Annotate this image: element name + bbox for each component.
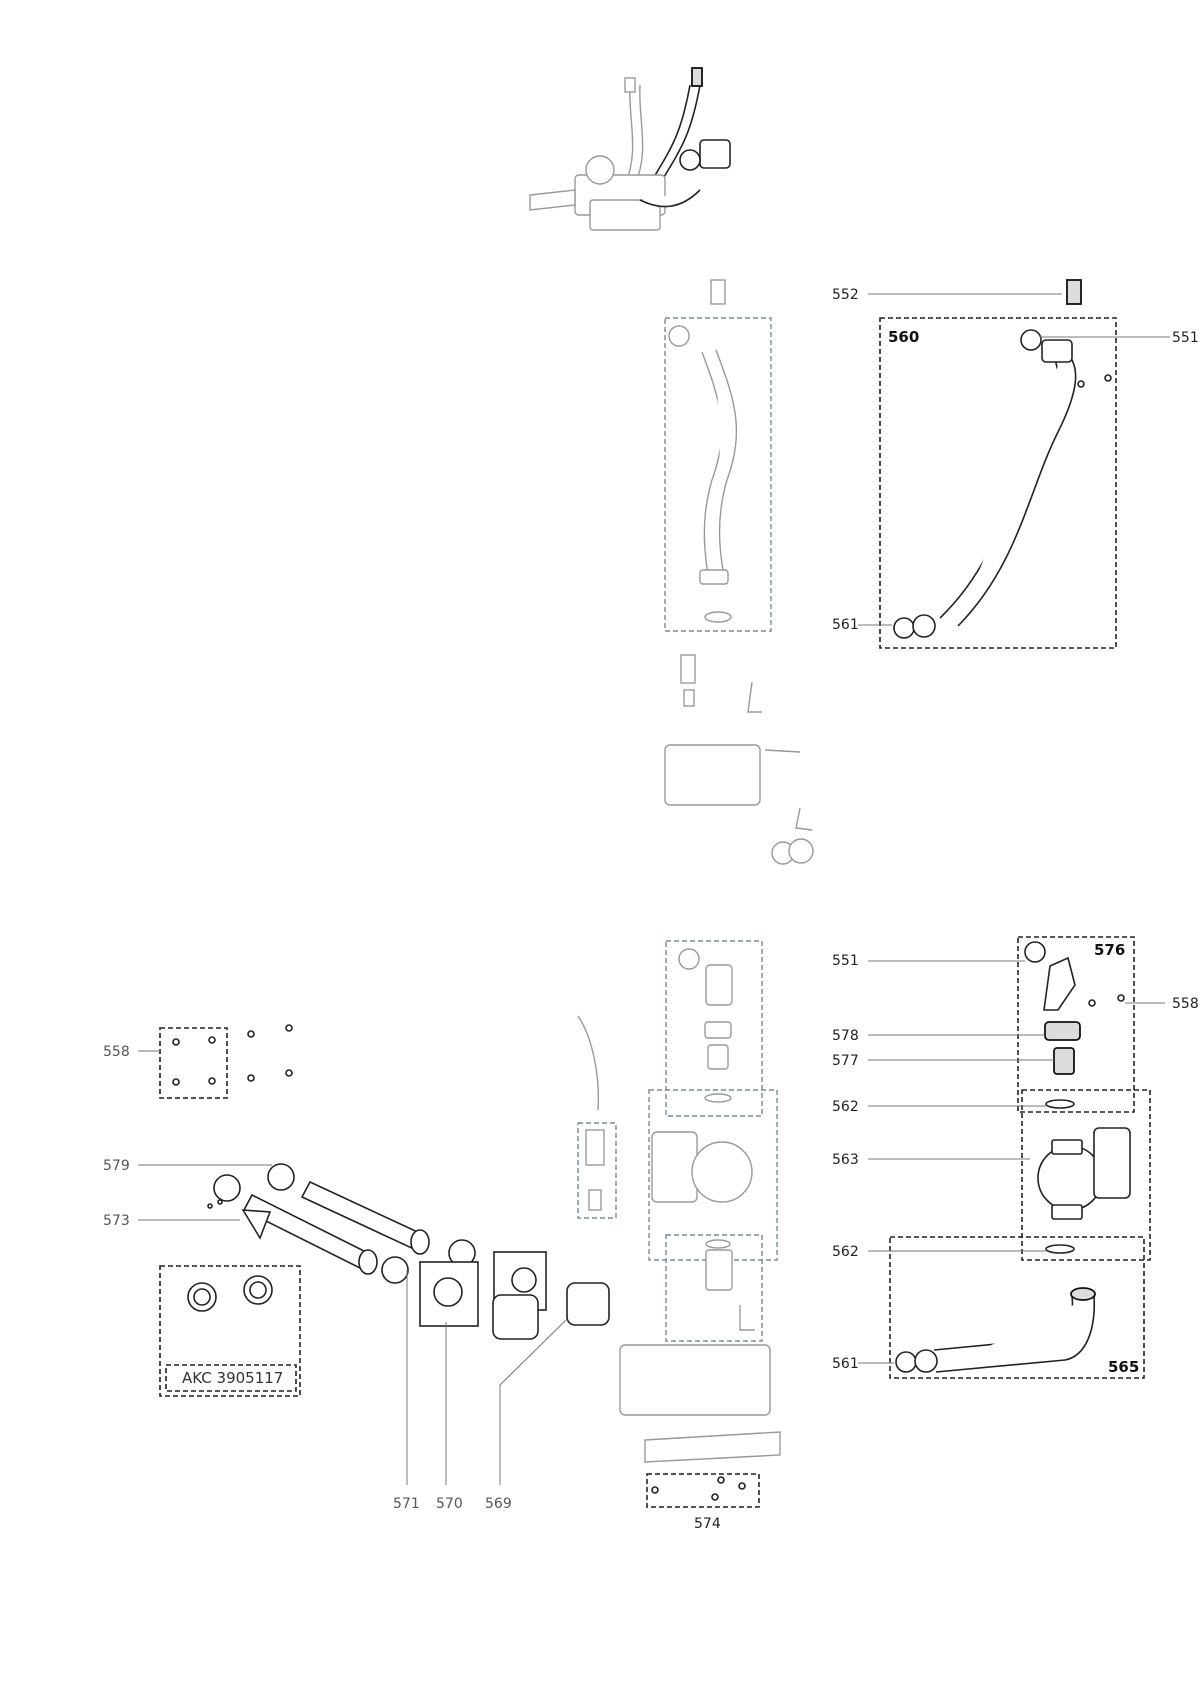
label-570: 570 [436, 1496, 463, 1512]
label-558: 558 [103, 1044, 130, 1060]
group-565: 565 [889, 1236, 1145, 1379]
label-562: 562 [832, 1099, 859, 1115]
o-ring-icon [381, 1256, 409, 1284]
vent-valve-icon [710, 279, 726, 305]
overview-assembly [529, 67, 731, 231]
o-ring-icon [213, 1174, 241, 1202]
label-563: 563 [832, 1152, 859, 1168]
screw-icon [711, 1493, 719, 1501]
pump-icon [1037, 1145, 1103, 1211]
gasket-icon [492, 1294, 539, 1340]
label-558: 558 [1172, 996, 1199, 1012]
gasket-icon [1045, 1099, 1075, 1109]
grey-group-frame-bottom [665, 1234, 763, 1342]
screw-icon [208, 1077, 216, 1085]
o-ring-icon [267, 1163, 295, 1191]
pipe-end-icon [1070, 1287, 1096, 1301]
akc-kit-code: AKC 3905117 [182, 1369, 283, 1387]
base-plate-icon [644, 1431, 781, 1463]
group-label-560: 560 [888, 328, 919, 346]
screw-icon [172, 1078, 180, 1086]
akc-label-frame [165, 1364, 297, 1392]
elbow-icon [1043, 956, 1076, 1011]
group-label-576: 576 [1094, 941, 1125, 959]
screw-icon [717, 1476, 725, 1484]
sensor-icon [680, 654, 696, 684]
label-574: 574 [694, 1516, 721, 1532]
group-560: 560 [879, 279, 1117, 649]
seal-ring-icon [912, 614, 936, 638]
o-ring-icon [895, 1351, 917, 1373]
circulation-pump [1037, 1127, 1131, 1220]
screw-icon [651, 1486, 659, 1494]
grey-group-frame-sensor [577, 1122, 617, 1219]
label-551: 551 [832, 953, 859, 969]
flow-pipe-assembly-ghost [664, 279, 814, 865]
label-561: 561 [832, 1356, 859, 1372]
gasket-icon [566, 1282, 610, 1326]
label-561: 561 [832, 617, 859, 633]
connection-pipes [207, 1163, 610, 1340]
group-558-frame [159, 1027, 228, 1099]
valve-body-icon [619, 1344, 771, 1416]
check-valve-icon [1053, 1047, 1075, 1075]
akc-kit: AKC 3905117 [159, 1265, 301, 1397]
group-574-frame [646, 1473, 760, 1508]
group-576: 576 [1017, 936, 1135, 1113]
group-560-frame [879, 317, 1117, 649]
screw-icon [208, 1036, 216, 1044]
label-578: 578 [832, 1028, 859, 1044]
label-579: 579 [103, 1158, 130, 1174]
pump-assembly-ghost [577, 940, 781, 1463]
label-569: 569 [485, 1496, 512, 1512]
label-577: 577 [832, 1053, 859, 1069]
vent-valve-icon [691, 67, 703, 87]
akc-prefix: AKC [182, 1369, 212, 1387]
screw-icon [738, 1482, 746, 1490]
o-ring-icon [1024, 941, 1046, 963]
leader-569 [499, 1319, 567, 1485]
o-ring-icon [893, 617, 915, 639]
vent-valve-icon [1066, 279, 1082, 305]
group-label-565: 565 [1108, 1358, 1139, 1376]
group-576-frame [1017, 936, 1135, 1113]
label-552: 552 [832, 287, 859, 303]
label-562: 562 [832, 1244, 859, 1260]
akc-kit-frame [159, 1265, 301, 1397]
grey-group-frame [664, 317, 772, 632]
gasket-icon [1045, 1244, 1075, 1254]
label-571: 571 [393, 1496, 420, 1512]
o-ring-icon [668, 325, 690, 347]
grey-group-frame-top [665, 940, 763, 1117]
seal-ring-icon [704, 611, 732, 623]
bracket-icon [241, 1209, 272, 1240]
akc-number: 3905117 [217, 1369, 284, 1387]
screw-icon [172, 1038, 180, 1046]
label-573: 573 [103, 1213, 130, 1229]
group-565-frame [889, 1236, 1145, 1379]
screw-set-558 [159, 1024, 293, 1099]
valve-body-icon [664, 744, 761, 806]
o-ring-icon [1020, 329, 1042, 351]
group-563-frame [1021, 1089, 1151, 1261]
screw-set-574 [651, 1476, 746, 1501]
label-551: 551 [1172, 330, 1199, 346]
seal-ring-icon [914, 1349, 938, 1373]
bearing-ring-icon [1044, 1021, 1081, 1041]
